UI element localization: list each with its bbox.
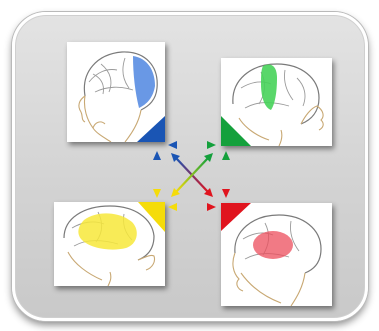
arrow-green-red [222, 151, 230, 198]
arrow-blue-green [168, 141, 216, 149]
arrow-yellow-red [168, 203, 216, 211]
arrow-blue-yellow [153, 151, 161, 198]
